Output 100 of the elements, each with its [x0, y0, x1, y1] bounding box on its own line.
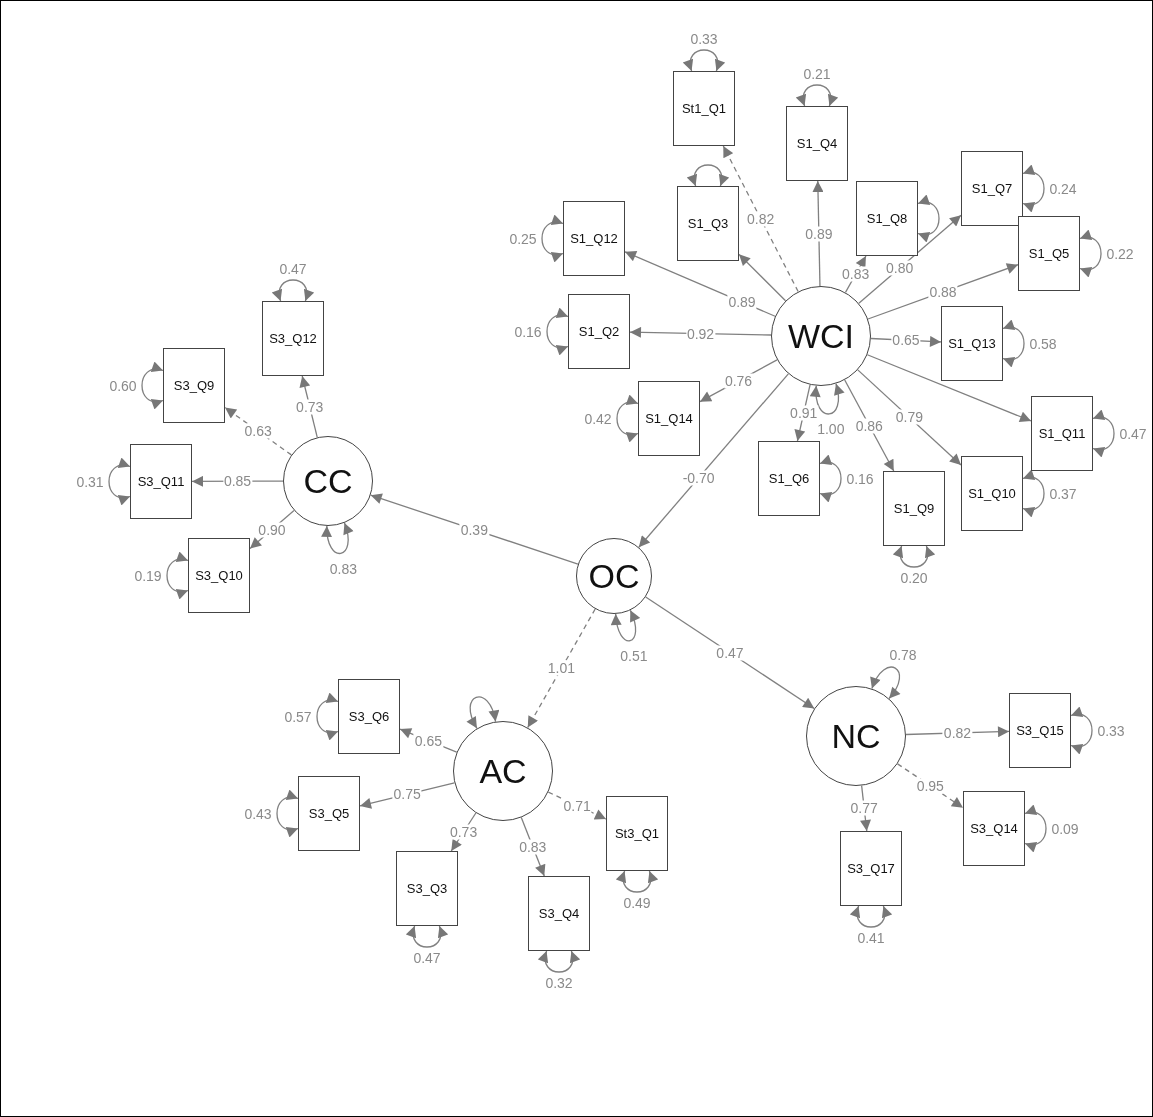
edge-label: 0.58 — [1028, 336, 1058, 351]
observed-variable-box: S1_Q4 — [786, 106, 848, 181]
observed-variable-box: S1_Q2 — [568, 294, 630, 369]
edge-label: 0.83 — [328, 561, 359, 577]
observed-variable-box: S1_Q11 — [1031, 396, 1093, 471]
edge-label: 1.00 — [816, 422, 846, 437]
observed-variable-box: S3_Q4 — [528, 876, 590, 951]
observed-variable-box: S3_Q17 — [840, 831, 902, 906]
observed-variable-box: S3_Q9 — [163, 348, 225, 423]
edge-label: 0.90 — [257, 522, 287, 538]
observed-variable-box: S1_Q5 — [1018, 216, 1080, 291]
observed-variable-box: S3_Q15 — [1009, 693, 1071, 768]
variance-loop-arrow — [541, 215, 564, 262]
edge-label: 0.31 — [75, 474, 105, 489]
observed-variable-box: S3_Q6 — [338, 679, 400, 754]
edge-label: 0.79 — [894, 409, 924, 425]
variance-loop-arrow — [141, 362, 164, 409]
variance-loop-arrow — [1024, 805, 1047, 852]
edge-label: -0.70 — [681, 470, 716, 486]
edge-label: 0.47 — [715, 645, 745, 661]
variance-loop-arrow — [467, 696, 499, 729]
variance-loop-arrow — [616, 395, 639, 442]
observed-variable-box: S1_Q13 — [941, 306, 1003, 381]
path-arrow — [866, 354, 1032, 422]
variance-loop-arrow — [538, 950, 580, 973]
variance-loop-arrow — [546, 308, 569, 355]
variance-loop-arrow — [819, 455, 842, 502]
edge-label: 0.63 — [243, 423, 273, 439]
edge-label: 0.47 — [278, 261, 308, 277]
path-arrow — [638, 373, 789, 548]
edge-label: 0.78 — [888, 647, 918, 663]
variance-loop-arrow — [850, 905, 892, 928]
edge-label: 0.83 — [518, 839, 548, 855]
edge-label: 0.20 — [899, 570, 929, 586]
edge-label: 0.24 — [1048, 181, 1078, 196]
edge-label: 0.09 — [1050, 821, 1080, 836]
edge-label: 0.16 — [513, 324, 543, 339]
variance-loop-arrow — [321, 522, 353, 555]
variance-loop-arrow — [810, 383, 844, 415]
edge-label: 0.41 — [856, 930, 886, 946]
edge-label: 0.21 — [802, 66, 832, 82]
edge-label: 0.86 — [854, 418, 884, 433]
edge-label: 0.73 — [448, 824, 479, 840]
latent-variable-circle: WCI — [771, 286, 871, 386]
edge-label: 0.19 — [133, 568, 163, 583]
edge-label: 0.76 — [723, 373, 754, 389]
edge-label: 0.60 — [108, 378, 138, 393]
edge-label: 0.83 — [841, 266, 871, 282]
variance-loop-arrow — [1022, 470, 1045, 517]
latent-variable-circle: NC — [806, 686, 906, 786]
variance-loop-arrow — [1070, 707, 1093, 754]
variance-loop-arrow — [272, 279, 314, 302]
edge-label: 0.77 — [849, 800, 879, 816]
edge-label: 0.71 — [562, 798, 592, 814]
edge-label: 0.37 — [1048, 486, 1078, 501]
edge-label: 0.65 — [891, 332, 921, 348]
edge-label: 0.39 — [459, 522, 489, 538]
edge-label: 0.57 — [283, 709, 313, 724]
edge-label: 0.25 — [508, 231, 538, 246]
edge-label: 0.89 — [804, 226, 834, 241]
observed-variable-box: S1_Q8 — [856, 181, 918, 256]
observed-variable-box: S3_Q14 — [963, 791, 1025, 866]
latent-variable-circle: AC — [453, 721, 553, 821]
variance-loop-arrow — [166, 552, 189, 599]
edge-label: 0.33 — [689, 31, 719, 47]
variance-loop-arrow — [683, 49, 725, 72]
edge-label: 1.01 — [546, 660, 577, 676]
variance-loop-arrow — [108, 458, 131, 505]
edge-label: 0.88 — [928, 284, 958, 300]
edge-label: 0.95 — [915, 778, 945, 794]
variance-loop-arrow — [316, 693, 339, 740]
edge-label: 0.89 — [727, 294, 757, 310]
variance-loop-arrow — [1002, 320, 1025, 367]
edge-label: 0.51 — [619, 648, 649, 664]
observed-variable-box: St1_Q1 — [673, 71, 735, 146]
observed-variable-box: S3_Q12 — [262, 301, 324, 376]
variance-loop-arrow — [611, 609, 640, 642]
edge-label: 0.32 — [544, 975, 574, 991]
latent-variable-circle: OC — [576, 538, 652, 614]
edge-label: 0.49 — [622, 895, 652, 911]
observed-variable-box: S3_Q10 — [188, 538, 250, 613]
edge-label: 0.47 — [1118, 426, 1148, 441]
edge-label: 0.47 — [412, 950, 442, 966]
variance-loop-arrow — [871, 666, 901, 700]
edge-label: 0.82 — [942, 725, 973, 741]
observed-variable-box: S1_Q14 — [638, 381, 700, 456]
observed-variable-box: S1_Q7 — [961, 151, 1023, 226]
variance-loop-arrow — [406, 925, 448, 948]
variance-loop-arrow — [893, 545, 935, 568]
variance-loop-arrow — [1079, 230, 1102, 277]
path-arrow — [527, 608, 596, 729]
edge-label: 0.75 — [392, 786, 422, 802]
edge-label: 0.85 — [222, 473, 253, 489]
observed-variable-box: S1_Q3 — [677, 186, 739, 261]
observed-variable-box: S1_Q12 — [563, 201, 625, 276]
variance-loop-arrow — [1092, 410, 1115, 457]
variance-loop-arrow — [616, 870, 658, 893]
observed-variable-box: S1_Q10 — [961, 456, 1023, 531]
observed-variable-box: S3_Q3 — [396, 851, 458, 926]
variance-loop-arrow — [276, 790, 299, 837]
